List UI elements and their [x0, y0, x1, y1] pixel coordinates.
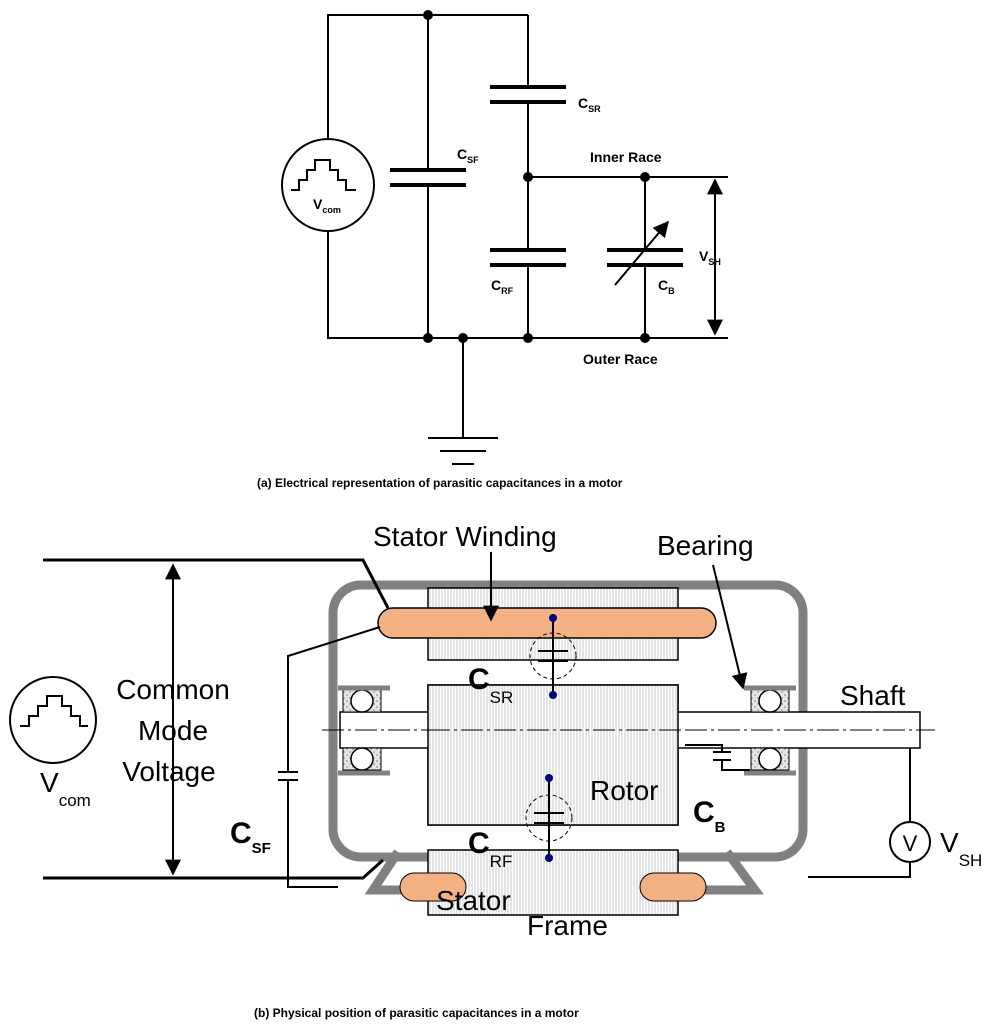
voltmeter-wiring [808, 748, 911, 878]
label-csf-motor: CSF [230, 817, 271, 857]
stator-winding-bottom-left [399, 872, 467, 902]
capacitor-crf-motor [525, 774, 573, 862]
ground-icon [428, 437, 498, 465]
circuit-wires [327, 14, 728, 438]
rotor-body [427, 684, 679, 826]
label-mode: Mode [138, 715, 208, 746]
label-shaft: Shaft [840, 680, 906, 711]
capacitor-crf-symbol [490, 248, 566, 267]
label-vsh: VSH [699, 248, 721, 267]
vcom-source-motor-icon [9, 676, 97, 764]
caption-b: (b) Physical position of parasitic capac… [254, 1006, 579, 1020]
vcom-source-icon: Vcom [281, 138, 375, 232]
voltmeter-icon: V [889, 821, 931, 863]
common-mode-wires [43, 558, 390, 880]
label-vsh-motor: VSH [940, 827, 982, 870]
label-cb: CB [658, 277, 675, 296]
label-inner-race: Inner Race [590, 149, 662, 165]
capacitor-csf-symbol [390, 168, 466, 187]
bearing-right-icon [744, 685, 796, 776]
label-common: Common [116, 674, 230, 705]
label-crf: CRF [491, 277, 514, 296]
label-stator-winding: Stator Winding [373, 521, 557, 552]
label-bearing: Bearing [657, 530, 754, 561]
bearing-pointer [712, 564, 748, 690]
label-voltage: Voltage [122, 756, 215, 787]
label-outer-race: Outer Race [583, 351, 658, 367]
csf-wiring [278, 626, 381, 888]
circuit-diagram: Vcom CSR CSF CRF CB VSH Inner Race Outer… [257, 10, 728, 490]
stator-winding-top [377, 607, 717, 639]
caption-a: (a) Electrical representation of parasit… [257, 476, 623, 490]
voltmeter-symbol: V [903, 831, 918, 856]
capacitor-csr-motor [529, 614, 577, 699]
label-cb-motor: CB [693, 796, 726, 836]
label-csr-motor: CSR [468, 663, 513, 707]
label-crf-motor: CRF [468, 827, 512, 871]
stator-winding-bottom-right [639, 872, 707, 902]
capacitor-csr-symbol [490, 85, 566, 104]
capacitor-cb-motor [685, 744, 750, 771]
label-stator: Stator [436, 885, 511, 916]
vcom-source-label: Vcom [313, 196, 341, 215]
circuit-nodes [423, 10, 650, 343]
label-csf: CSF [457, 146, 479, 165]
capacitor-cb-variable-symbol [607, 220, 683, 286]
bearing-left-icon [338, 685, 390, 776]
label-vcom: Vcom [40, 767, 91, 810]
label-frame: Frame [527, 910, 608, 941]
motor-diagram: V Stator Winding Bearing Common Mode Vol… [9, 521, 982, 1020]
label-rotor: Rotor [590, 775, 658, 806]
label-csr: CSR [578, 95, 601, 114]
